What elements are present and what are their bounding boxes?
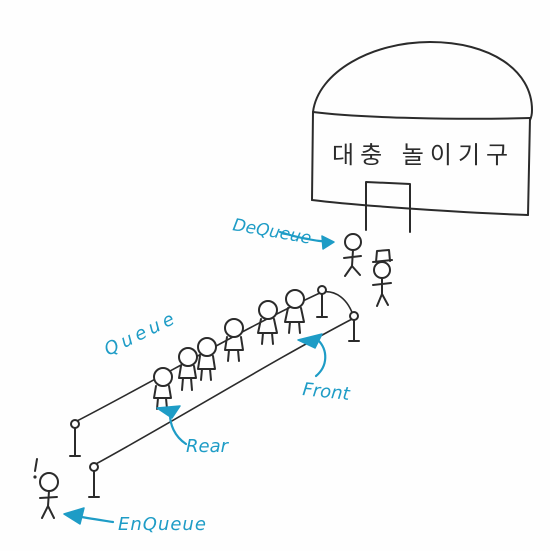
enqueue-label: EnQueue (118, 514, 207, 535)
stanchion-front-right (348, 311, 360, 342)
dequeue-arrowhead-icon (321, 235, 335, 250)
dequeue-label: DeQueue (231, 215, 313, 248)
rope-gate (321, 290, 355, 319)
building-dome (312, 41, 533, 121)
building-sign: 대충 놀이기구 (332, 141, 514, 169)
people (33, 233, 393, 519)
stanchion-front-left (88, 462, 100, 498)
rear-label: Rear (186, 436, 230, 457)
front-arrow-icon (314, 338, 327, 378)
front-arrowhead-icon (297, 333, 323, 349)
stanchion-back-right (316, 285, 328, 318)
ride-building (311, 41, 533, 233)
front-label: Front (301, 379, 351, 405)
person-queue-4 (197, 337, 217, 381)
person-queue-2 (257, 300, 278, 345)
building-right-wall (527, 117, 531, 216)
exclamation-icon (34, 458, 38, 472)
rear-arrowhead-icon (156, 405, 181, 419)
person-queue-5 (178, 347, 198, 391)
person-attendant (372, 249, 393, 307)
person-queue-3 (224, 318, 244, 362)
person-enqueuing (33, 458, 59, 519)
person-queue-1 (284, 289, 305, 334)
building-door (365, 181, 411, 233)
person-queue-rear (153, 367, 173, 410)
building-roofline (312, 111, 531, 120)
exclamation-dot (33, 475, 37, 479)
queue-rope (69, 285, 360, 498)
building-base (311, 199, 529, 216)
annotations (63, 230, 335, 525)
person-dequeued (343, 233, 362, 277)
enqueue-arrowhead-icon (63, 507, 85, 525)
building-left-wall (311, 111, 314, 201)
queue-label: Queue (101, 307, 181, 361)
stanchion-back-left (69, 419, 81, 457)
